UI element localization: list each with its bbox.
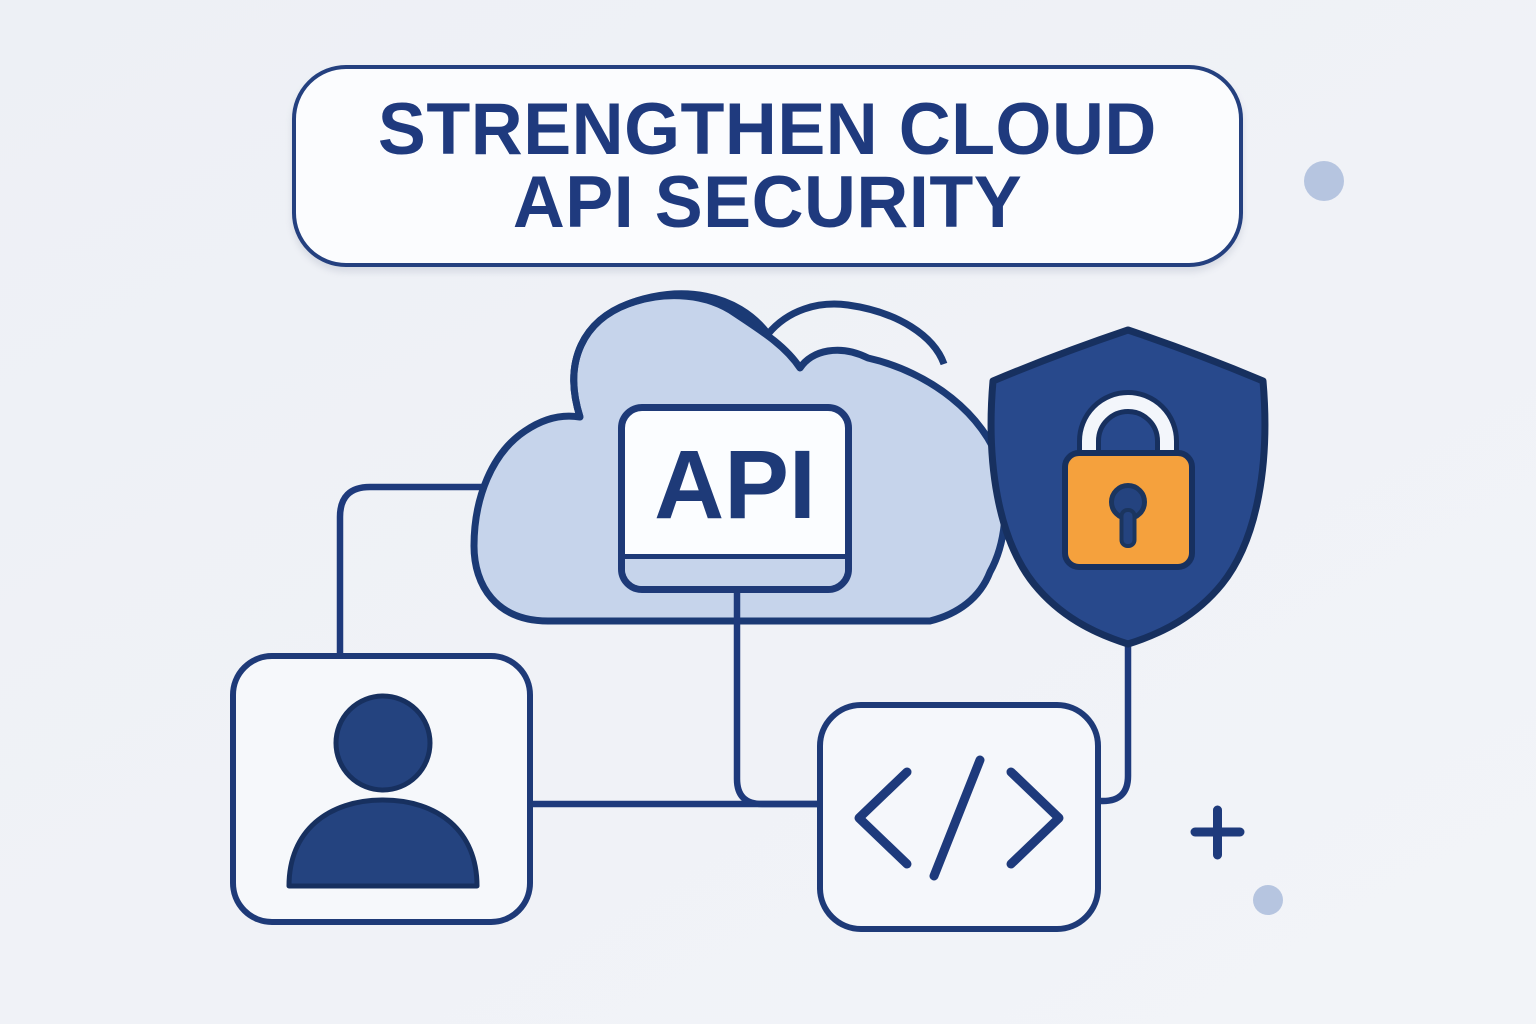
- api-window-bar: [625, 554, 845, 586]
- shield-icon: [987, 326, 1269, 648]
- padlock-shackle: [1082, 395, 1174, 477]
- user-head: [333, 693, 433, 793]
- user-card: [230, 653, 533, 925]
- title-line-1: STRENGTHEN CLOUD: [378, 89, 1157, 170]
- code-chevron-right: [1006, 767, 1064, 869]
- api-window-screen: API: [625, 411, 845, 554]
- user-shoulders: [286, 797, 480, 889]
- connector-cloud-to-user: [336, 483, 500, 653]
- padlock-icon: [1062, 390, 1195, 570]
- title-banner: STRENGTHEN CLOUD API SECURITY: [292, 65, 1243, 267]
- title-line-2: API SECURITY: [512, 162, 1023, 243]
- code-icon: [854, 755, 1064, 881]
- code-chevron-left: [854, 767, 912, 869]
- padlock-keyhole-stem: [1119, 508, 1137, 548]
- cloud-top-lobe: [570, 290, 948, 419]
- decorative-dot-bottom: [1253, 885, 1283, 915]
- code-card: [817, 702, 1101, 932]
- api-label: API: [654, 429, 816, 539]
- code-slash: [929, 755, 985, 881]
- user-icon: [286, 693, 480, 889]
- decorative-dot-top: [1304, 161, 1344, 201]
- plus-icon: [1190, 805, 1245, 860]
- connector-shield-to-code: [1097, 638, 1132, 805]
- api-window: API: [618, 404, 852, 593]
